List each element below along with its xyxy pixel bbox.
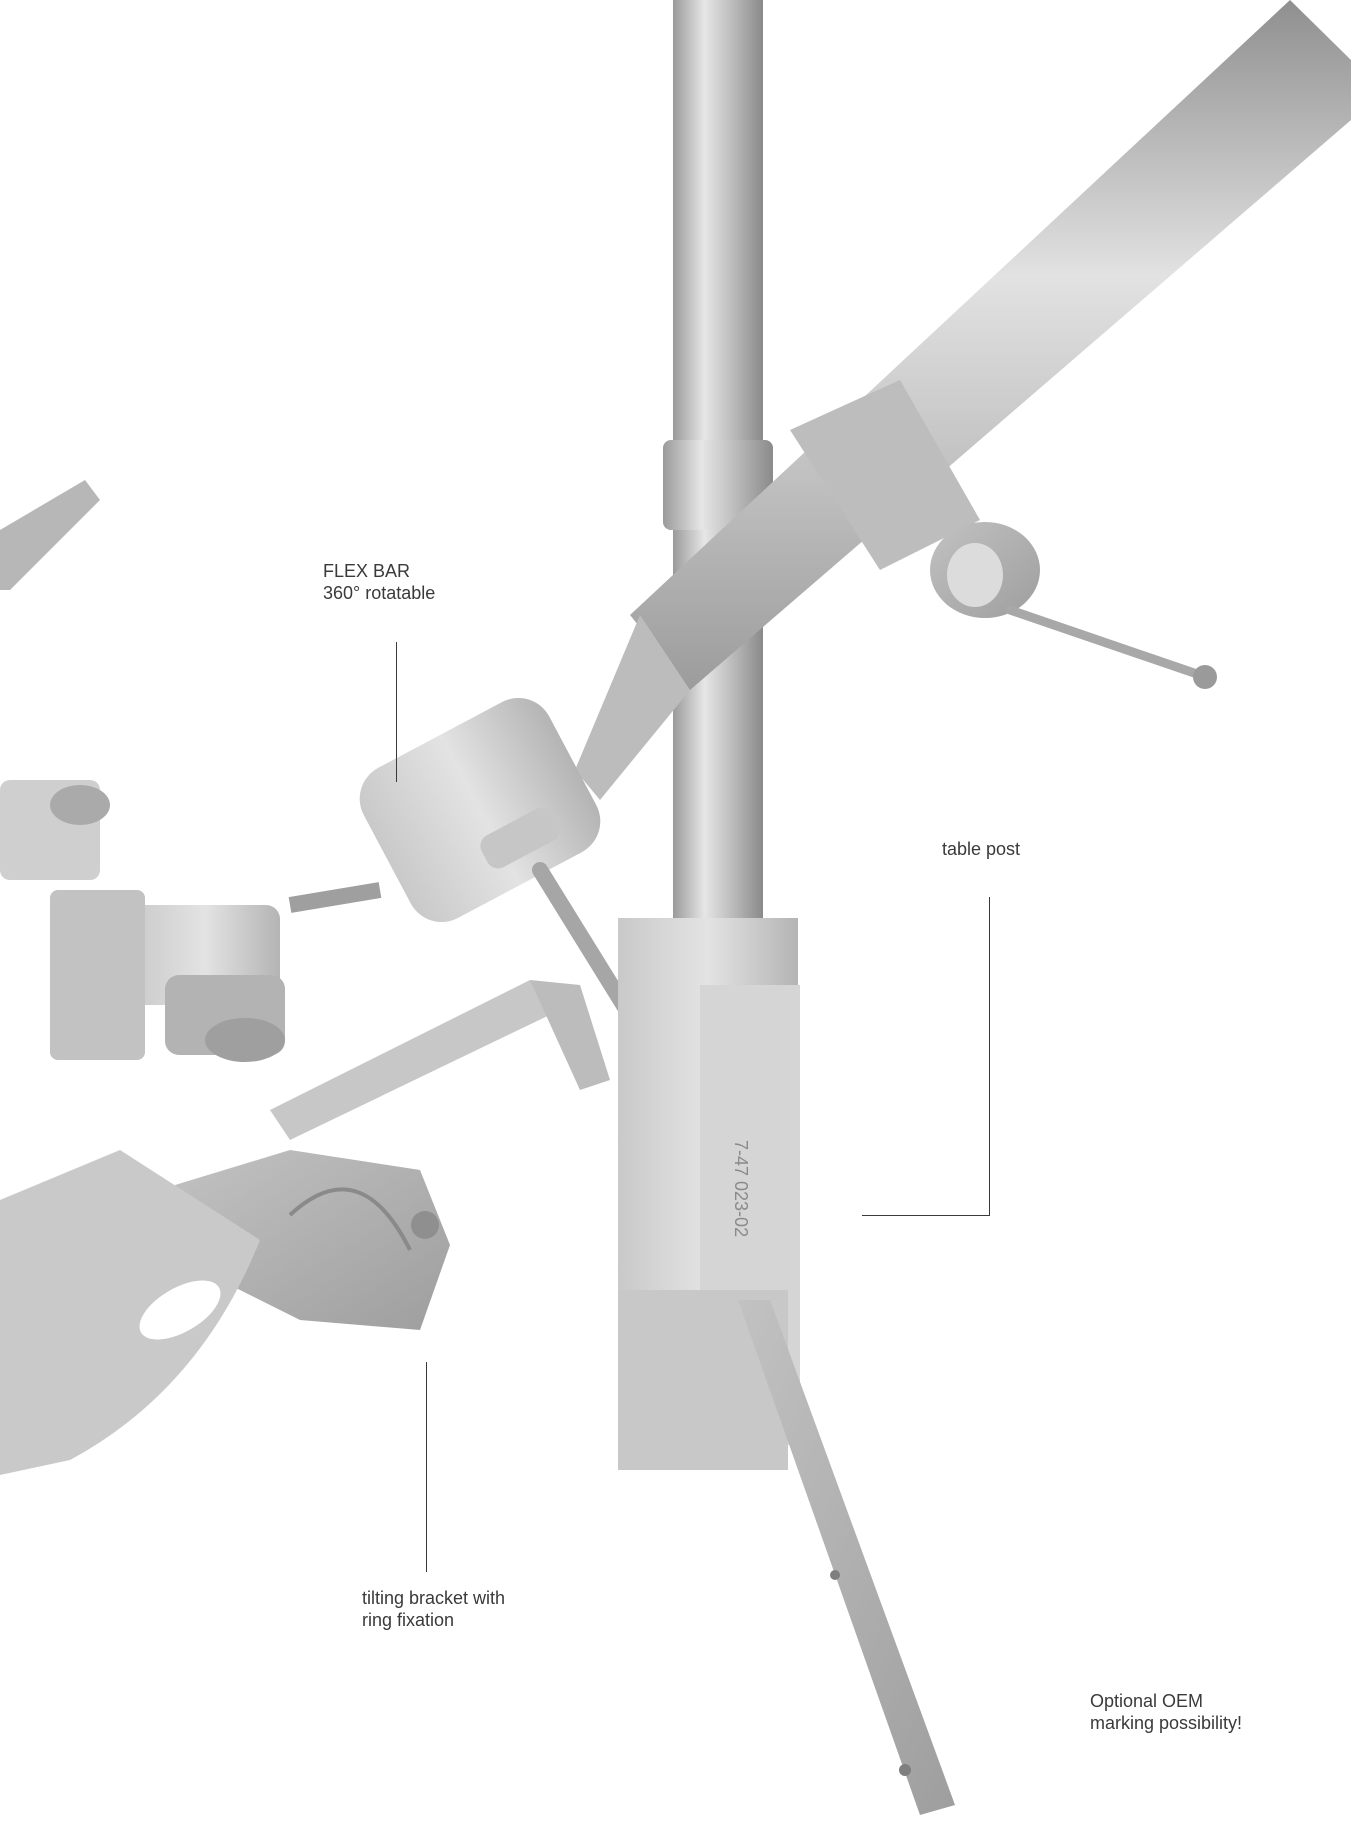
table-post-label: table post: [942, 838, 1020, 860]
flex-bar-leader-line: [396, 642, 397, 782]
oem-marking-label: Optional OEM marking possibility!: [1090, 1690, 1242, 1734]
flex-bar-label-line1: FLEX BAR: [323, 561, 411, 581]
oem-marking-label-line1: Optional OEM: [1090, 1691, 1204, 1711]
flat-mounting-bar: [738, 1300, 955, 1815]
left-rod-stub: [0, 480, 100, 590]
oem-marking-label-line2: marking possibility!: [1090, 1713, 1243, 1733]
retractor-blade: [0, 1150, 260, 1475]
tilting-bracket-label-line2: ring fixation: [362, 1610, 455, 1630]
tilting-bracket-label-line1: tilting bracket with: [362, 1588, 506, 1608]
main-diagonal-rod: [630, 0, 1351, 690]
table-post-leader-horizontal: [862, 1215, 990, 1216]
table-post-leader-vertical: [989, 897, 990, 1215]
part-engraving: 7-47 023-02: [731, 1140, 751, 1237]
left-clamp-assembly: [0, 780, 285, 1062]
tilting-bracket-label: tilting bracket with ring fixation: [362, 1587, 505, 1631]
tilting-bracket-leader-line: [426, 1362, 427, 1572]
tilting-bracket: [175, 1150, 450, 1330]
flex-bar-label: FLEX BAR 360° rotatable: [323, 560, 435, 604]
retractor-rack-arm: [270, 980, 610, 1140]
table-post-clamp-block: 7-47 023-02: [618, 918, 800, 1470]
flex-bar-label-line2: 360° rotatable: [323, 583, 436, 603]
rod-clamp-knob: [930, 522, 1217, 689]
table-post-label-line1: table post: [942, 839, 1021, 859]
